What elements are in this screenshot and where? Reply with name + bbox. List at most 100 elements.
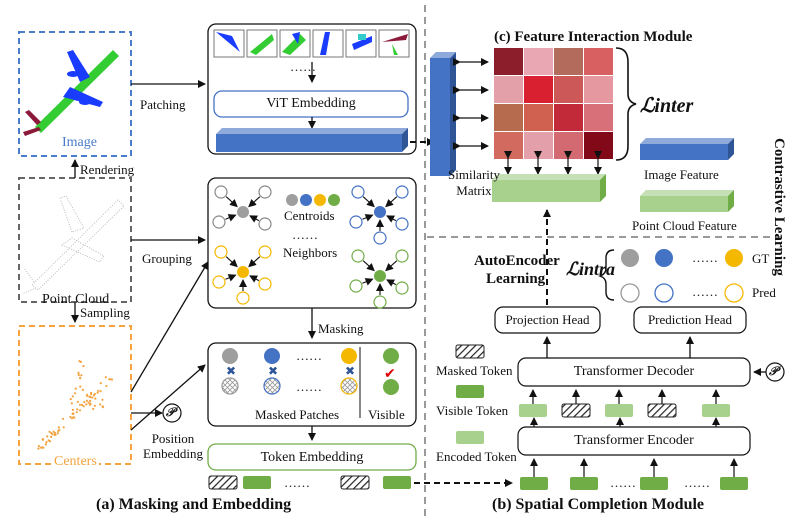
- centroid-legend-dot: [328, 194, 340, 206]
- patching-label: Patching: [140, 97, 186, 112]
- center-point: [47, 439, 50, 442]
- center-point: [99, 382, 102, 385]
- legend-pc-feature: [640, 190, 734, 212]
- neighbor-arrow: [225, 196, 238, 208]
- center-point: [92, 407, 95, 410]
- neighbor-point: [351, 249, 365, 263]
- projection-head-box: [494, 306, 601, 334]
- center-point: [44, 443, 48, 446]
- neighbor-point: [212, 215, 226, 229]
- masked-dots-bottom: ……: [296, 379, 322, 394]
- center-point: [88, 395, 91, 398]
- pred-point: [724, 283, 744, 303]
- transformer-encoder-box: [517, 426, 751, 456]
- centroid-legend-dot: [286, 194, 298, 206]
- center-point: [79, 376, 82, 379]
- point-cloud-plane: [21, 195, 125, 295]
- gt-point: [725, 249, 743, 267]
- neighbor-arrow: [249, 215, 260, 223]
- token-embedding-box: [207, 443, 417, 471]
- center-point: [77, 373, 80, 377]
- neighbor-point: [214, 245, 228, 259]
- grouping-dots: ……: [292, 227, 318, 242]
- center-point: [89, 399, 92, 402]
- pc-feature-horizontal: [492, 174, 606, 202]
- center-point: [99, 390, 102, 393]
- learning-label: Learning: [486, 271, 546, 287]
- center-point: [80, 374, 83, 377]
- grouping-clusters: [212, 185, 409, 309]
- masked-patches-label: Masked Patches: [255, 407, 340, 422]
- center-point: [91, 396, 94, 399]
- col-arrows: [504, 151, 602, 175]
- masking-label: Masking: [318, 321, 364, 336]
- centroids-label: Centroids: [284, 208, 335, 223]
- center-point: [37, 445, 41, 448]
- caption-b: (b) Spatial Completion Module: [492, 496, 705, 513]
- masked-dots-top: ……: [296, 348, 322, 363]
- visible-check: ✔: [384, 366, 396, 382]
- embedding-token: [340, 475, 370, 490]
- neighbor-point: [351, 185, 365, 199]
- center-point: [39, 446, 43, 449]
- neighbor-arrow: [248, 196, 261, 208]
- vit-embedding-label: ViT Embedding: [266, 96, 356, 111]
- encoder-token: [640, 477, 668, 490]
- intra-dots-bottom: ……: [692, 284, 718, 299]
- similarity-cell: [524, 48, 553, 75]
- center-point: [62, 417, 65, 420]
- mask-x: ✖: [226, 364, 236, 378]
- center-point: [108, 378, 111, 381]
- decoder-token: [519, 404, 547, 417]
- centroid-point: [237, 266, 249, 278]
- prediction-head-box: [633, 306, 747, 334]
- center-point: [101, 398, 104, 401]
- grouping-box: [207, 177, 417, 309]
- rendering-label: Rendering: [80, 162, 135, 177]
- center-point: [73, 416, 76, 419]
- neighbor-arrow: [248, 256, 261, 268]
- center-point: [99, 403, 102, 406]
- sampling-label: Sampling: [80, 305, 130, 320]
- neighbor-arrow: [385, 196, 398, 208]
- intra-circles: [620, 249, 744, 303]
- center-point: [82, 365, 85, 368]
- projection-head-label: Projection Head: [505, 312, 590, 327]
- center-point: [81, 388, 84, 391]
- transformer-decoder-box: [517, 357, 751, 387]
- center-point: [62, 426, 65, 429]
- neighbor-arrow: [225, 256, 238, 268]
- loss-inter: ℒinter: [640, 95, 694, 117]
- center-point: [69, 398, 72, 401]
- center-point: [85, 399, 89, 402]
- centroid-point: [237, 206, 249, 218]
- neighbor-arrow: [249, 275, 260, 283]
- center-point: [83, 400, 86, 404]
- decoder-token-row: [519, 389, 730, 427]
- image-label: Image: [62, 135, 97, 150]
- neighbor-point: [395, 249, 409, 263]
- neighbor-point: [214, 185, 228, 199]
- token-dots: ……: [284, 475, 310, 490]
- autoencoder-label: AutoEncoder: [474, 253, 560, 269]
- center-point: [79, 385, 82, 388]
- masked-centroid: [264, 348, 280, 364]
- center-point: [97, 389, 100, 392]
- legend-visible-token: [456, 385, 484, 398]
- similarity-cell: [584, 48, 613, 75]
- vit-embedding-box: [213, 90, 409, 118]
- similarity-cell: [584, 132, 613, 159]
- decoder-token: [561, 403, 591, 418]
- center-point: [101, 405, 104, 408]
- center-point: [82, 405, 85, 408]
- mask-x: ✖: [268, 364, 278, 378]
- caption-a: (a) Masking and Embedding: [96, 496, 292, 513]
- visible-neighbor: [383, 379, 399, 395]
- image-feature-label: Image Feature: [644, 167, 719, 182]
- point-cloud-feature-label: Point Cloud Feature: [632, 218, 737, 233]
- similarity-cell: [554, 76, 583, 103]
- vit-dots: ……: [290, 59, 316, 74]
- image-box: [18, 31, 132, 157]
- prediction-head-label: Prediction Head: [647, 312, 733, 327]
- neighbor-point: [258, 185, 272, 199]
